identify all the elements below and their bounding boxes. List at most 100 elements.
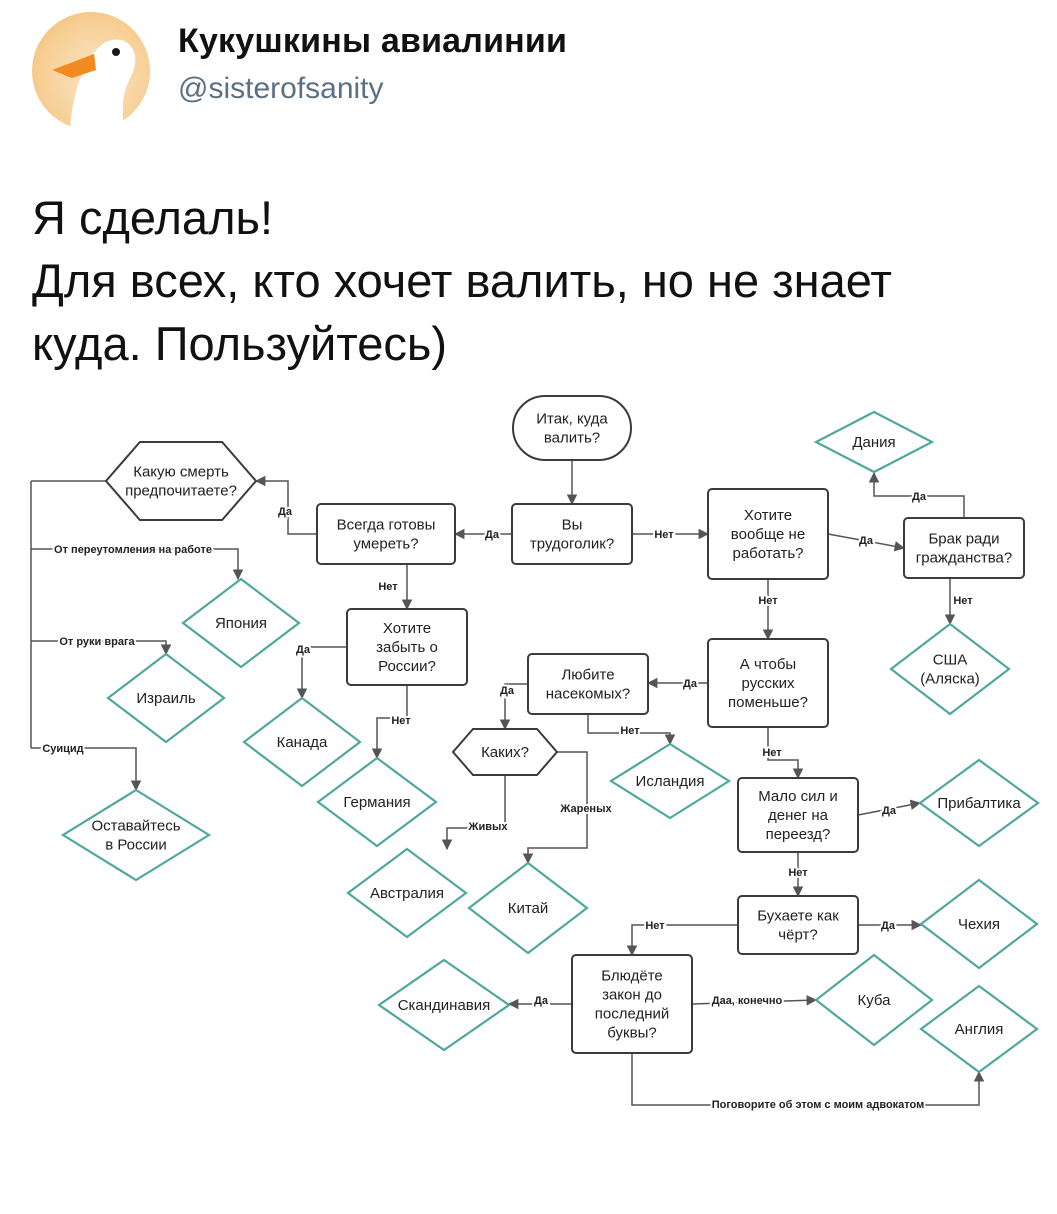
edge-label: Да: [683, 678, 698, 690]
node-stay-russia: Оставайтесь в России: [60, 788, 212, 882]
node-label: валить?: [544, 430, 600, 447]
node-label: умереть?: [353, 536, 418, 553]
edge-label: Да: [278, 506, 293, 518]
diamond-shape: [346, 847, 468, 939]
node-label: Австралия: [370, 885, 444, 902]
edge-label: Нет: [762, 747, 782, 759]
node-germany: Германия: [316, 756, 438, 848]
connector: [31, 640, 172, 656]
node-label: Канада: [277, 734, 328, 751]
node-label: гражданства?: [916, 550, 1012, 567]
node-label: предпочитаете?: [125, 483, 237, 500]
node-workaholic: Вы трудоголик?: [511, 503, 633, 565]
node-czech: Чехия: [919, 878, 1039, 970]
node-label: Оставайтесь: [91, 818, 180, 835]
tweet-line: куда. Пользуйтесь): [32, 317, 448, 370]
edge-label: Да: [485, 529, 500, 541]
node-label: Всегда готовы: [337, 517, 436, 534]
node-usa: США(Аляска): [889, 622, 1011, 716]
node-label: денег на: [768, 807, 829, 824]
node-baltics: Прибалтика: [918, 758, 1040, 848]
edge-label: Да: [296, 644, 311, 656]
diamond-shape: [377, 958, 511, 1052]
tweet-line: Я сделаль!: [32, 191, 274, 244]
connector: [868, 471, 965, 518]
diamond-shape: [889, 622, 1011, 716]
node-label: Какую смерть: [133, 464, 229, 481]
node-label: А чтобы: [740, 656, 796, 673]
connector: [631, 1053, 985, 1106]
author-handle[interactable]: @sisterofsanity: [178, 72, 384, 105]
box-shape: [707, 638, 829, 728]
box-shape: [737, 777, 859, 853]
node-canada: Канада: [242, 696, 362, 788]
diamond-shape: [181, 577, 301, 669]
edge-label: Нет: [654, 529, 674, 541]
box-shape: [316, 503, 456, 565]
edge-label: Да: [912, 491, 927, 503]
node-label: Каких?: [481, 744, 529, 761]
node-denmark: Дания: [813, 410, 935, 474]
node-scandinavia: Скандинавия: [377, 958, 511, 1052]
node-label: Германия: [343, 794, 410, 811]
node-label: Блюдёте: [601, 968, 663, 985]
box-shape: [707, 488, 829, 580]
edge-label: Нет: [645, 920, 665, 932]
node-label: последний: [595, 1006, 670, 1023]
hexagon-shape: [104, 441, 258, 521]
node-label: Исландия: [636, 773, 705, 790]
node-australia: Австралия: [346, 847, 468, 939]
connector: [626, 924, 738, 957]
author-name[interactable]: Кукушкины авиалинии: [178, 22, 568, 60]
node-label: Бухаете как: [757, 908, 839, 925]
diamond-shape: [316, 756, 438, 848]
node-iceland: Исландия: [608, 742, 732, 820]
edge-label: Нет: [758, 595, 778, 607]
tweet-text: Я сделаль! Для всех, кто хочет валить, н…: [32, 186, 1022, 375]
box-shape: [571, 954, 693, 1054]
connector: [857, 799, 922, 816]
node-label: Чехия: [958, 916, 1000, 933]
node-label: Хотите: [744, 507, 792, 524]
node-label: Вы: [562, 517, 583, 534]
connector: [371, 685, 408, 760]
node-label: поменьше?: [728, 694, 808, 711]
node-death-kind: Какую смерть предпочитаете?: [104, 441, 258, 521]
node-label: (Аляска): [920, 671, 980, 688]
connector: [499, 683, 528, 731]
node-label: Итак, куда: [536, 411, 608, 428]
connector: [31, 747, 142, 792]
node-label: Мало сил и: [758, 788, 838, 805]
edge-label: Жареных: [559, 803, 612, 815]
edge-label: Нет: [391, 715, 411, 727]
tweet-line: Для всех, кто хочет валить, но не знает: [32, 254, 892, 307]
diamond-shape: [918, 758, 1040, 848]
diamond-shape: [467, 861, 589, 955]
connector: [827, 533, 906, 552]
connector: [522, 751, 588, 865]
diamond-shape: [60, 788, 212, 882]
avatar[interactable]: [32, 12, 150, 130]
node-label: в России: [105, 837, 167, 854]
node-label: буквы?: [607, 1025, 656, 1042]
node-cuba: Куба: [814, 953, 934, 1047]
node-which-ones: Каких?: [451, 728, 559, 776]
node-label: чёрт?: [778, 927, 817, 944]
diamond-shape: [814, 953, 934, 1047]
node-label: трудоголик?: [530, 536, 614, 553]
diamond-shape: [608, 742, 732, 820]
node-label: Любите: [561, 667, 614, 684]
box-shape: [903, 517, 1025, 579]
connector: [31, 548, 244, 581]
edge-label: Живых: [468, 821, 509, 833]
box-shape: [737, 895, 859, 955]
edge-label: Нет: [788, 867, 808, 879]
edge-label: От руки врага: [59, 636, 135, 648]
box-shape: [512, 395, 632, 461]
node-ready-to-die: Всегда готовы умереть?: [316, 503, 456, 565]
hexagon-shape: [451, 728, 559, 776]
